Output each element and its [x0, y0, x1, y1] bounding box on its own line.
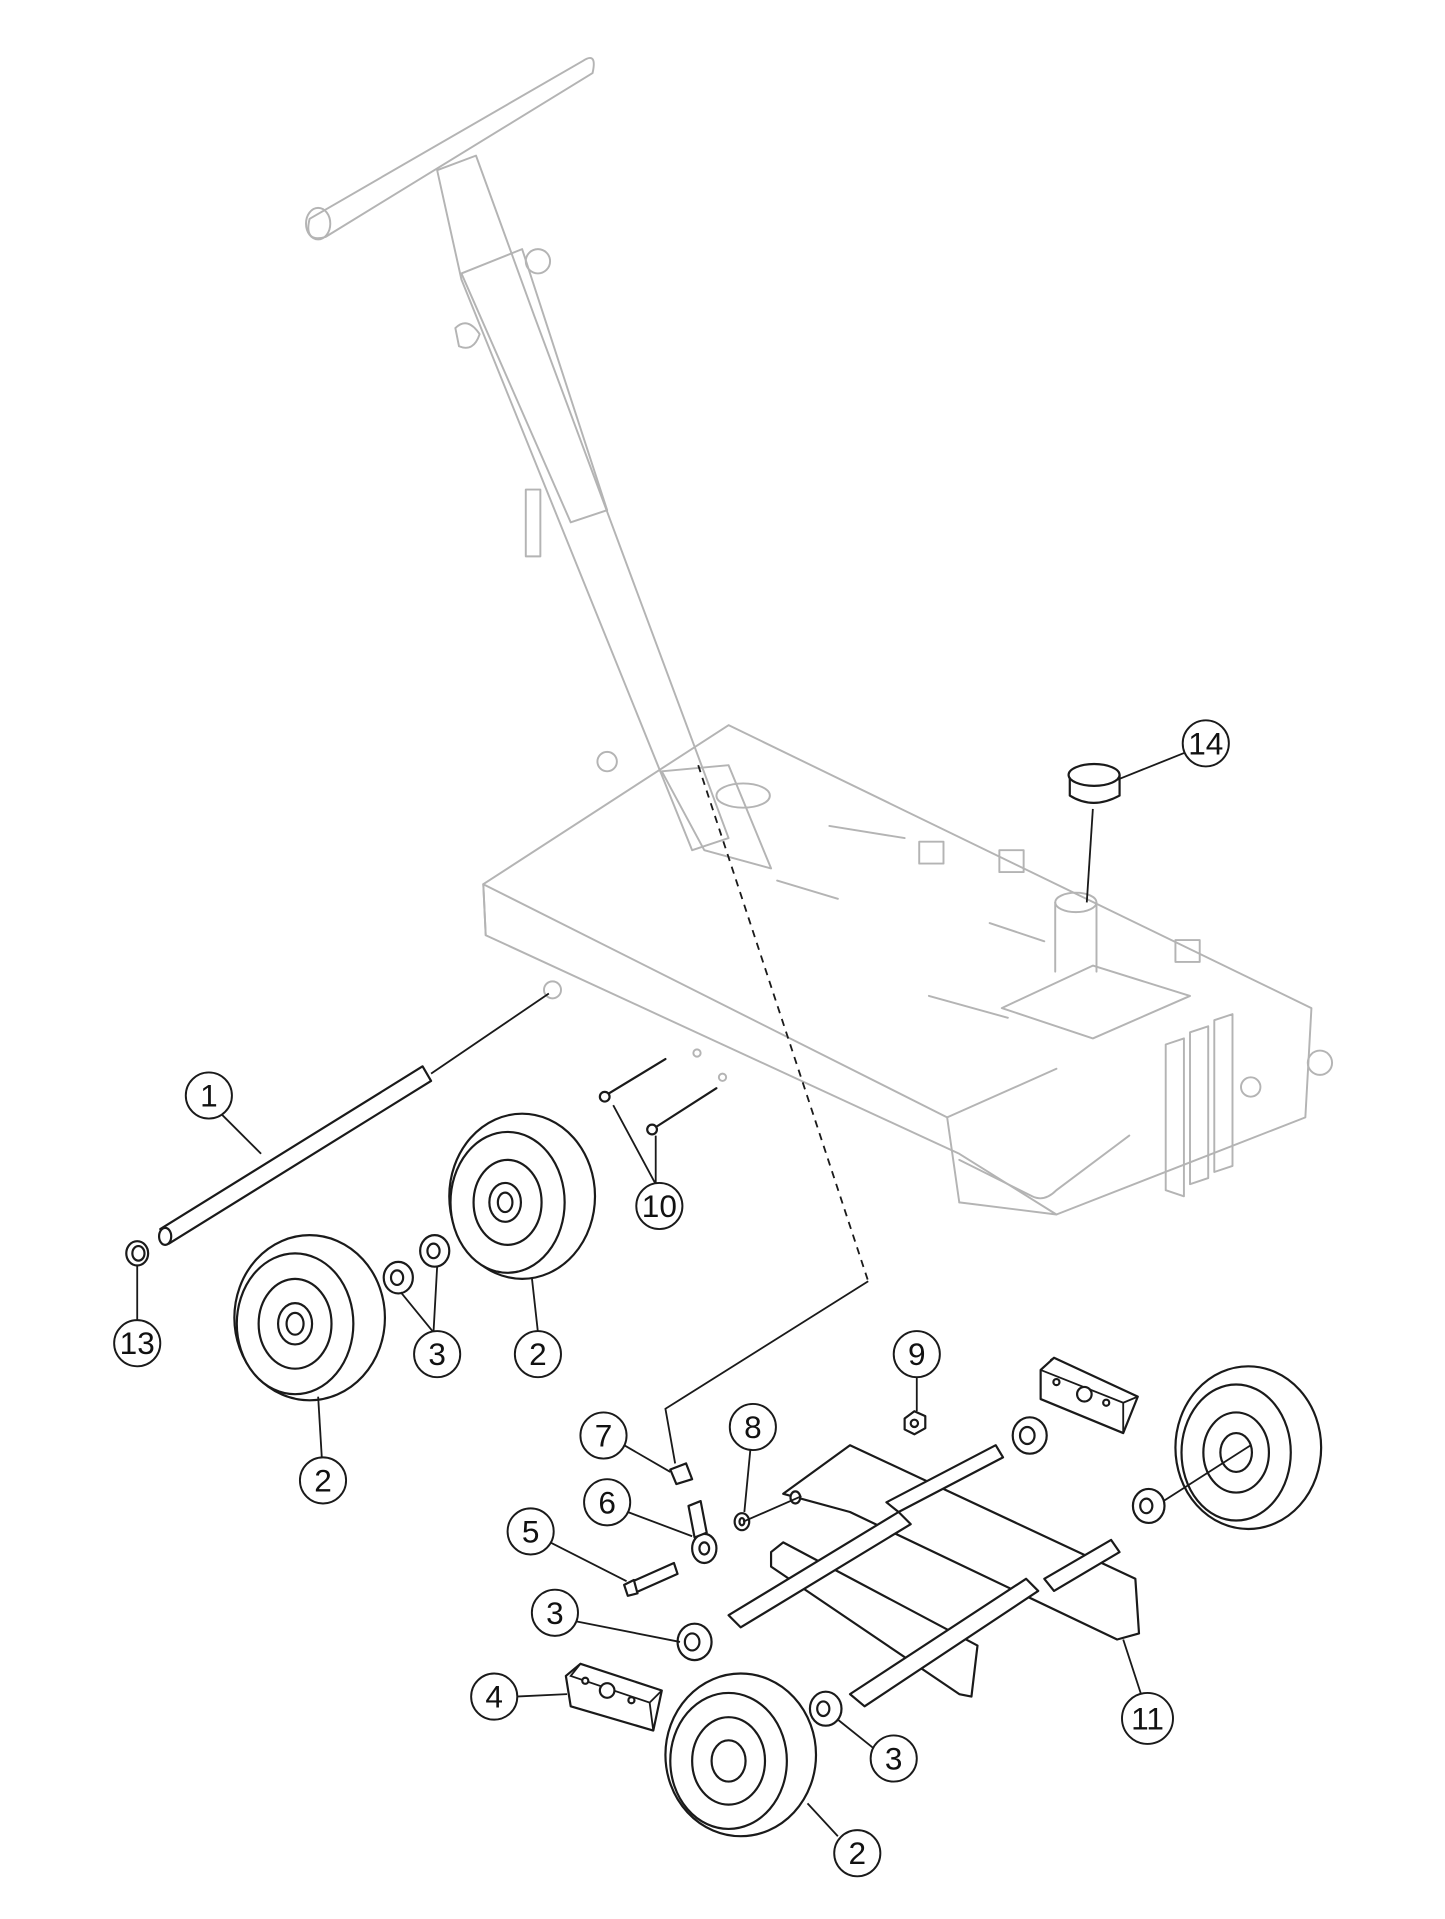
part-retaining-ring — [125, 1240, 150, 1267]
callout-label: 13 — [120, 1325, 155, 1361]
callout-4: 4 — [470, 1672, 519, 1721]
machine-frame-ghost — [305, 57, 1334, 1216]
part-caster-frame — [727, 1444, 1141, 1708]
callout-label: 3 — [885, 1741, 903, 1777]
wheel-bottom — [664, 1672, 818, 1838]
axle-blocks — [564, 1356, 1139, 1732]
wheel-left-front — [233, 1234, 387, 1402]
callout-label: 6 — [598, 1484, 616, 1520]
assembly-dashed-line — [697, 764, 870, 1282]
callout-2: 2 — [833, 1829, 882, 1878]
shaft-collars — [382, 1234, 1166, 1727]
callout-label: 2 — [529, 1336, 547, 1372]
callout-label: 11 — [1131, 1700, 1164, 1736]
callout-3: 3 — [530, 1588, 579, 1637]
callout-label: 2 — [314, 1462, 332, 1498]
hardware — [598, 1057, 927, 1597]
callout-9: 9 — [892, 1330, 941, 1379]
callout-label: 10 — [642, 1188, 677, 1224]
callout-label: 14 — [1188, 725, 1223, 761]
callout-label: 9 — [908, 1336, 926, 1372]
callout-label: 2 — [849, 1835, 867, 1871]
callout-7: 7 — [579, 1411, 628, 1460]
callout-8: 8 — [728, 1402, 777, 1452]
callout-3: 3 — [413, 1330, 462, 1379]
callout-10: 10 — [635, 1181, 684, 1231]
callout-14: 14 — [1181, 719, 1230, 768]
callout-13: 13 — [113, 1319, 162, 1368]
wheel-right — [1159, 1365, 1323, 1531]
callout-label: 3 — [546, 1595, 564, 1631]
leader-lines — [136, 752, 1185, 1837]
callout-label: 1 — [200, 1078, 218, 1114]
callout-3: 3 — [869, 1734, 918, 1783]
callout-11: 11 — [1121, 1691, 1174, 1745]
callout-label: 4 — [485, 1679, 503, 1715]
callout-5: 5 — [506, 1507, 555, 1556]
callout-label: 5 — [522, 1513, 540, 1549]
callout-6: 6 — [583, 1478, 632, 1527]
callout-2: 2 — [298, 1456, 348, 1505]
assembly-path-line — [664, 1280, 869, 1464]
part-cap — [1067, 762, 1121, 903]
callout-1: 1 — [184, 1071, 233, 1120]
callout-label: 7 — [595, 1418, 613, 1454]
part-axle-rod — [157, 992, 550, 1246]
callout-2: 2 — [513, 1330, 562, 1379]
callout-label: 3 — [428, 1336, 446, 1372]
callout-label: 8 — [744, 1409, 762, 1445]
wheel-left-rear — [448, 1112, 597, 1280]
